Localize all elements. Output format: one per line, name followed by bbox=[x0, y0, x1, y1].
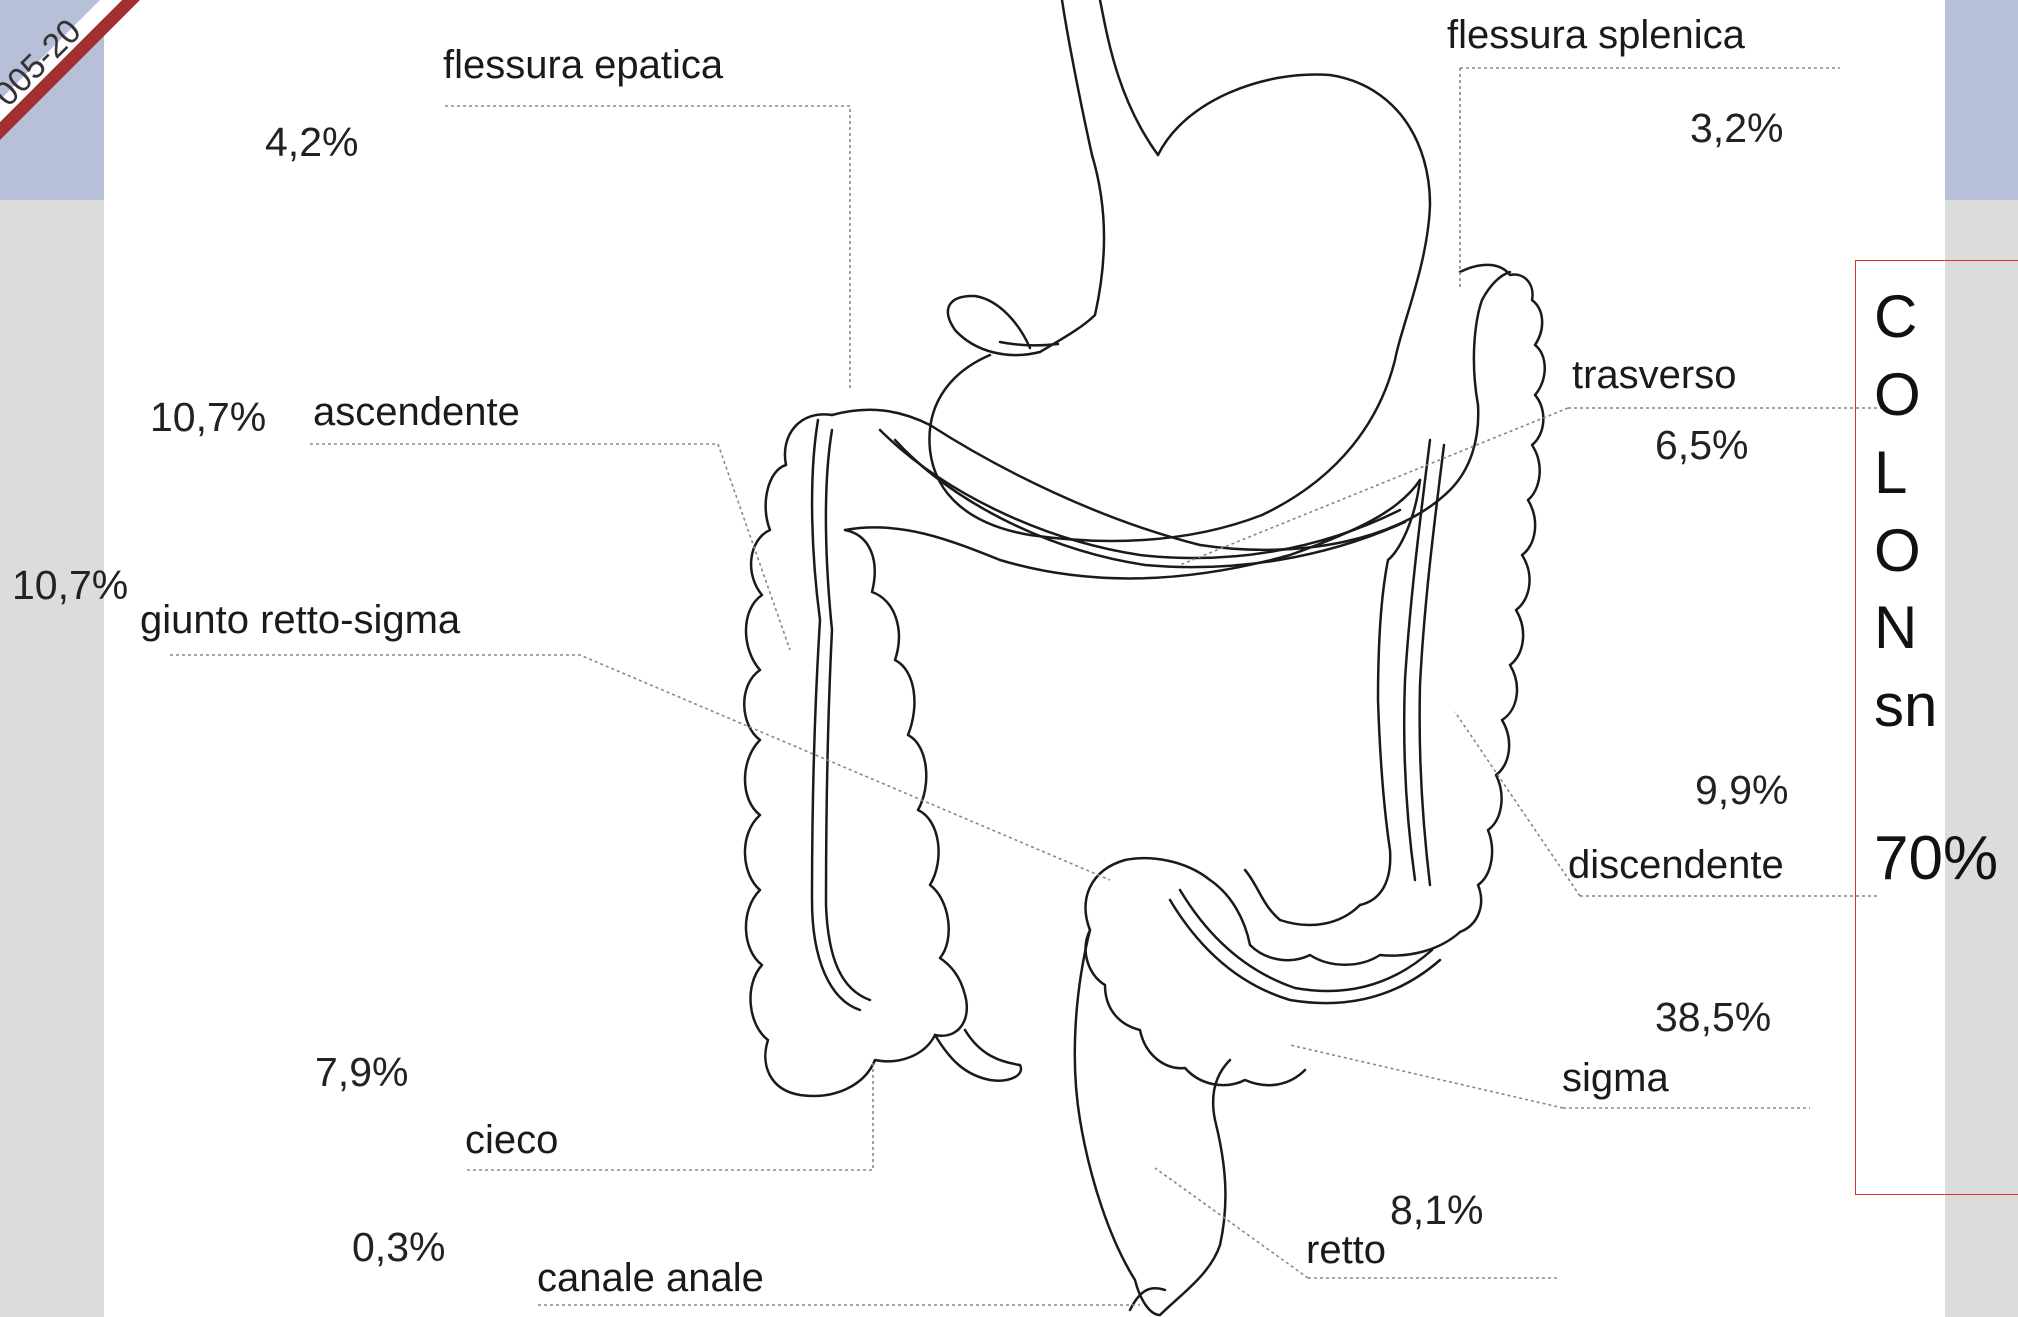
label-retto: retto bbox=[1306, 1230, 1386, 1270]
esophagus bbox=[1062, 0, 1158, 155]
pct-flessura-epatica: 4,2% bbox=[265, 122, 358, 163]
pct-trasverso: 6,5% bbox=[1655, 425, 1748, 466]
label-canale-anale: canale anale bbox=[537, 1258, 764, 1298]
label-cieco: cieco bbox=[465, 1120, 558, 1160]
colon-letter-o1: O bbox=[1874, 365, 1921, 425]
label-sigma: sigma bbox=[1562, 1058, 1669, 1098]
rectum bbox=[1075, 930, 1230, 1315]
colon-letter-l: L bbox=[1874, 443, 1907, 503]
pct-canale-anale: 0,3% bbox=[352, 1227, 445, 1268]
label-flessura-epatica: flessura epatica bbox=[443, 45, 723, 85]
appendix bbox=[935, 1030, 1021, 1081]
label-trasverso: trasverso bbox=[1572, 355, 1737, 395]
pct-discendente: 9,9% bbox=[1695, 770, 1788, 811]
label-discendente: discendente bbox=[1568, 845, 1784, 885]
label-giunto-retto-sigma: giunto retto-sigma bbox=[140, 600, 460, 640]
descending-colon bbox=[1360, 265, 1545, 932]
colon-letter-sn: sn bbox=[1874, 676, 1937, 736]
label-ascendente: ascendente bbox=[313, 392, 520, 432]
stomach bbox=[929, 74, 1430, 541]
pct-giunto-retto-sigma: 10,7% bbox=[12, 565, 128, 606]
transverse-colon bbox=[832, 272, 1510, 579]
pct-sigma: 38,5% bbox=[1655, 997, 1771, 1038]
pct-flessura-splenica: 3,2% bbox=[1690, 108, 1783, 149]
ascending-colon bbox=[744, 414, 967, 1096]
colon-letter-o2: O bbox=[1874, 521, 1921, 581]
colon-letter-n: N bbox=[1874, 598, 1917, 658]
colon-letter-c: C bbox=[1874, 287, 1917, 347]
pct-ascendente: 10,7% bbox=[150, 397, 266, 438]
colon-percent: 70% bbox=[1874, 828, 1998, 890]
label-flessura-splenica: flessura splenica bbox=[1447, 15, 1745, 55]
pct-cieco: 7,9% bbox=[315, 1052, 408, 1093]
pct-retto: 8,1% bbox=[1390, 1190, 1483, 1231]
